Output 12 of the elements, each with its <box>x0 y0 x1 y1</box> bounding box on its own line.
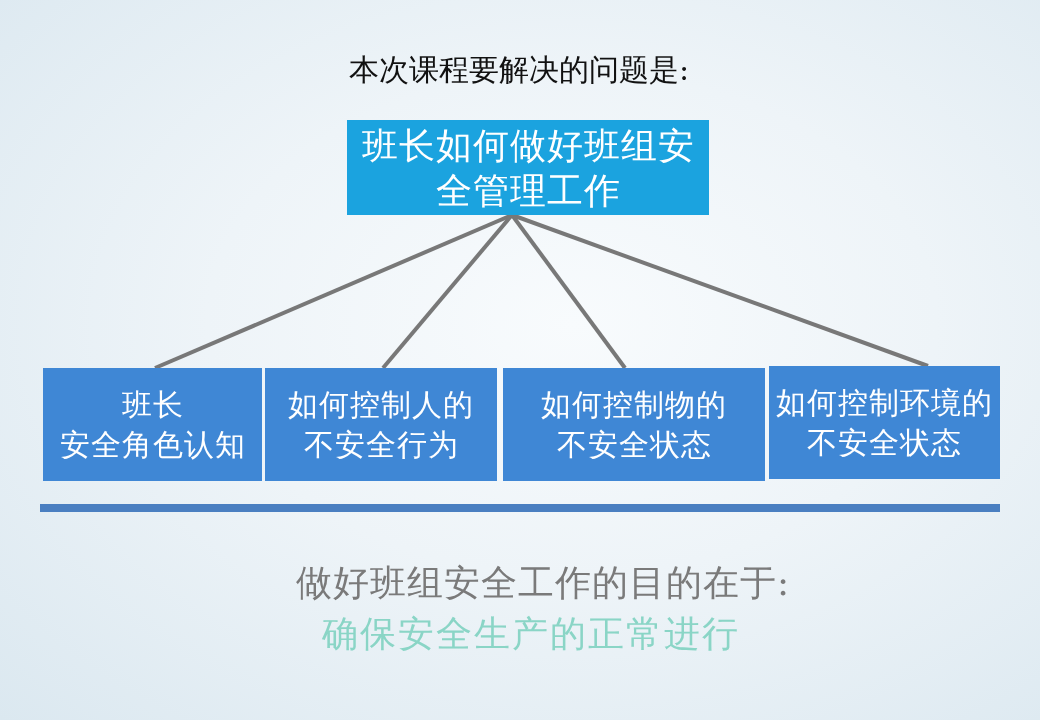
subtopic-text: 班长安全角色认知 <box>59 385 246 464</box>
goal-statement: 确保安全生产的正常进行 <box>322 612 740 656</box>
subtopic-text: 如何控制物的不安全状态 <box>540 385 728 464</box>
subtopic-text: 如何控制人的不安全行为 <box>287 385 475 464</box>
subtopic-box <box>769 366 1000 479</box>
subtopic-box <box>503 368 765 481</box>
topic-text: 班长如何做好班组安全管理工作 <box>360 123 696 213</box>
goal-heading: 做好班组安全工作的目的在于: <box>296 561 791 605</box>
subtopic-box <box>43 368 262 481</box>
subtopic-box <box>265 368 497 481</box>
question-heading: 本次课程要解决的问题是: <box>347 51 691 89</box>
subtopic-text: 如何控制环境的不安全状态 <box>775 383 994 462</box>
